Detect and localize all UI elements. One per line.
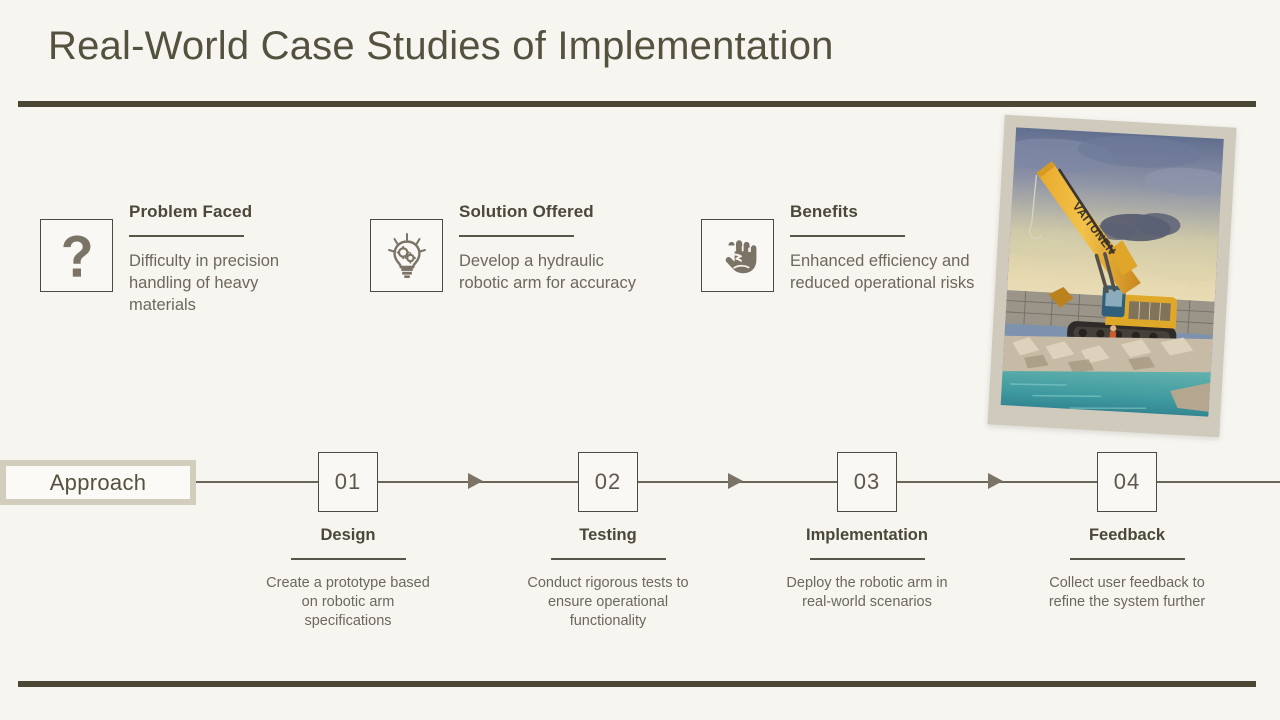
info-text-group: Solution Offered Develop a hydraulic rob…	[459, 200, 649, 294]
step-divider	[1069, 558, 1185, 560]
approach-label-box: Approach	[0, 460, 196, 505]
step-number-box: 03	[837, 452, 897, 512]
info-description: Enhanced efficiency and reduced operatio…	[790, 251, 975, 292]
timeline-arrow-icon	[468, 473, 483, 489]
step-number: 04	[1113, 469, 1141, 494]
timeline-step: 01 Design Create a prototype based on ro…	[258, 452, 438, 631]
header-divider-rule	[18, 101, 1256, 107]
approach-label-text: Approach	[49, 469, 147, 495]
info-divider	[129, 235, 244, 237]
step-number: 01	[334, 469, 362, 494]
lightbulb-gears-icon	[370, 219, 443, 292]
step-description: Deploy the robotic arm in real-world sce…	[786, 574, 948, 610]
timeline-step: 04 Feedback Collect user feedback to ref…	[1037, 452, 1217, 612]
step-description: Collect user feedback to refine the syst…	[1048, 574, 1206, 610]
excavator-photo: VAITUNEN	[1000, 127, 1224, 417]
info-text-group: Problem Faced Difficulty in precision ha…	[129, 200, 319, 316]
question-mark-icon	[40, 219, 113, 292]
step-number: 03	[853, 469, 881, 494]
info-heading: Solution Offered	[459, 202, 594, 221]
timeline-arrow-icon	[728, 473, 743, 489]
info-heading: Benefits	[790, 202, 858, 221]
info-block-solution-offered: Solution Offered Develop a hydraulic rob…	[370, 200, 649, 294]
step-number-box: 01	[318, 452, 378, 512]
footer-divider-rule	[18, 681, 1256, 687]
step-number-box: 04	[1097, 452, 1157, 512]
info-text-group: Benefits Enhanced efficiency and reduced…	[790, 200, 985, 294]
step-description: Create a prototype based on robotic arm …	[266, 574, 430, 629]
page-title: Real-World Case Studies of Implementatio…	[48, 24, 834, 68]
step-description: Conduct rigorous tests to ensure operati…	[527, 574, 689, 629]
step-number-box: 02	[578, 452, 638, 512]
info-block-benefits: Benefits Enhanced efficiency and reduced…	[701, 200, 985, 294]
step-title: Testing	[579, 526, 637, 544]
step-title: Feedback	[1088, 526, 1166, 544]
excavator-photo-frame: VAITUNEN	[987, 114, 1237, 438]
info-description: Difficulty in precision handling of heav…	[129, 251, 280, 314]
step-divider	[290, 558, 406, 560]
info-description: Develop a hydraulic robotic arm for accu…	[459, 251, 636, 292]
timeline-arrow-icon	[988, 473, 1003, 489]
step-divider	[550, 558, 666, 560]
step-number: 02	[594, 469, 622, 494]
timeline-step: 03 Implementation Deploy the robotic arm…	[777, 452, 957, 612]
raised-fist-icon	[701, 219, 774, 292]
step-title: Implementation	[806, 526, 928, 544]
step-divider	[809, 558, 925, 560]
info-divider	[459, 235, 574, 237]
info-block-problem-faced: Problem Faced Difficulty in precision ha…	[40, 200, 319, 316]
info-heading: Problem Faced	[129, 202, 253, 221]
timeline-step: 02 Testing Conduct rigorous tests to ens…	[518, 452, 698, 631]
info-divider	[790, 235, 905, 237]
step-title: Design	[320, 526, 376, 544]
